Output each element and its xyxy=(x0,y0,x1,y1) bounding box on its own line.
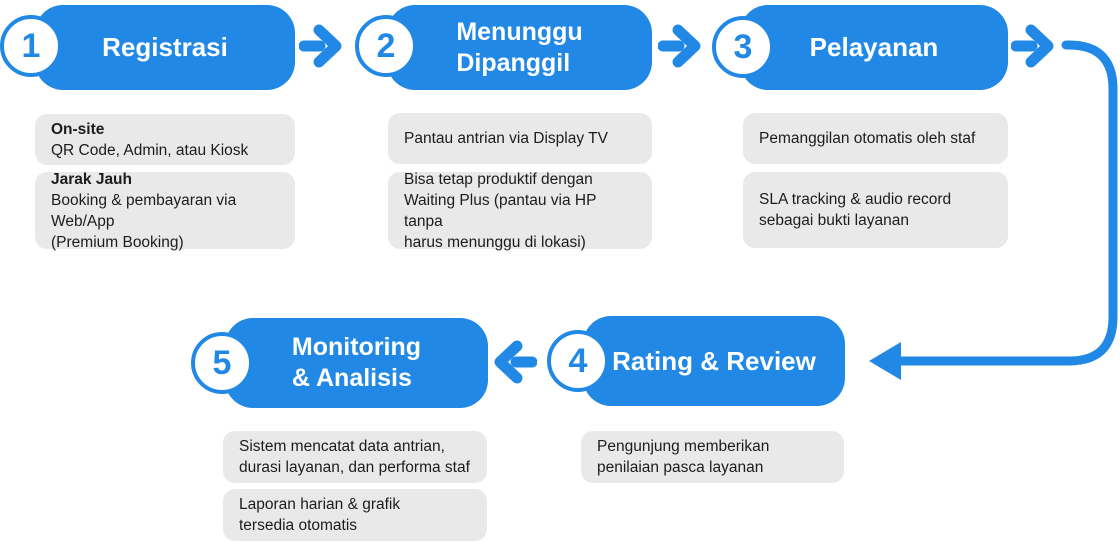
step-2-number-badge: 2 xyxy=(355,15,417,77)
arrow-left-icon xyxy=(494,340,537,384)
step-1-title: Registrasi xyxy=(102,32,228,62)
step-1-header: Registrasi xyxy=(35,5,295,90)
step-4-note-review: Pengunjung memberikan penilaian pasca la… xyxy=(581,431,844,483)
step-3-note-auto-call: Pemanggilan otomatis oleh staf xyxy=(743,113,1008,164)
note-body: QR Code, Admin, atau Kiosk xyxy=(51,141,249,159)
note-body: Laporan harian & grafik tersedia otomati… xyxy=(239,496,401,534)
note-body: Pengunjung memberikan penilaian pasca la… xyxy=(597,438,770,476)
note-body: Bisa tetap produktif dengan Waiting Plus… xyxy=(404,170,597,251)
arrow-right-icon xyxy=(658,24,701,68)
arrow-right-icon xyxy=(299,24,342,68)
step-4-header: Rating & Review xyxy=(583,316,845,406)
step-2-title: Menunggu Dipanggil xyxy=(456,17,583,77)
step-1-note-remote: Jarak Jauh Booking & pembayaran via Web/… xyxy=(35,170,295,251)
step-5-number-badge: 5 xyxy=(191,332,253,394)
step-1-number: 1 xyxy=(21,27,41,65)
step-3-number-badge: 3 xyxy=(712,16,774,78)
note-body: Pemanggilan otomatis oleh staf xyxy=(759,130,976,147)
note-heading: On-site xyxy=(51,120,105,138)
note-body: SLA tracking & audio record sebagai bukt… xyxy=(759,191,952,229)
step-5-number: 5 xyxy=(212,344,232,382)
note-body: Pantau antrian via Display TV xyxy=(404,130,608,147)
step-2-header: Menunggu Dipanggil xyxy=(387,5,652,90)
step-3-title: Pelayanan xyxy=(809,32,939,62)
step-2-note-waiting-plus: Bisa tetap produktif dengan Waiting Plus… xyxy=(388,171,652,251)
step-4-number-badge: 4 xyxy=(547,330,609,392)
step-3-header: Pelayanan xyxy=(740,5,1008,90)
step-5-header: Monitoring & Analisis xyxy=(225,318,488,408)
arrow-right-icon xyxy=(1011,24,1054,68)
step-4-title: Rating & Review xyxy=(612,345,816,376)
step-5-note-reports: Laporan harian & grafik tersedia otomati… xyxy=(223,489,487,541)
step-3-number: 3 xyxy=(733,28,753,66)
note-body: Booking & pembayaran via Web/App (Premiu… xyxy=(51,191,237,251)
note-heading: Jarak Jauh xyxy=(51,170,132,188)
step-2-note-display-tv: Pantau antrian via Display TV xyxy=(388,113,652,164)
step-1-note-onsite: On-site QR Code, Admin, atau Kiosk xyxy=(35,114,295,165)
note-body: Sistem mencatat data antrian, durasi lay… xyxy=(239,438,470,476)
step-2-number: 2 xyxy=(376,27,396,65)
step-5-note-records: Sistem mencatat data antrian, durasi lay… xyxy=(223,431,487,483)
step-4-number: 4 xyxy=(568,342,588,380)
step-5-title: Monitoring & Analisis xyxy=(291,333,422,392)
step-1-number-badge: 1 xyxy=(0,15,62,77)
step-3-note-sla: SLA tracking & audio record sebagai bukt… xyxy=(743,172,1008,248)
